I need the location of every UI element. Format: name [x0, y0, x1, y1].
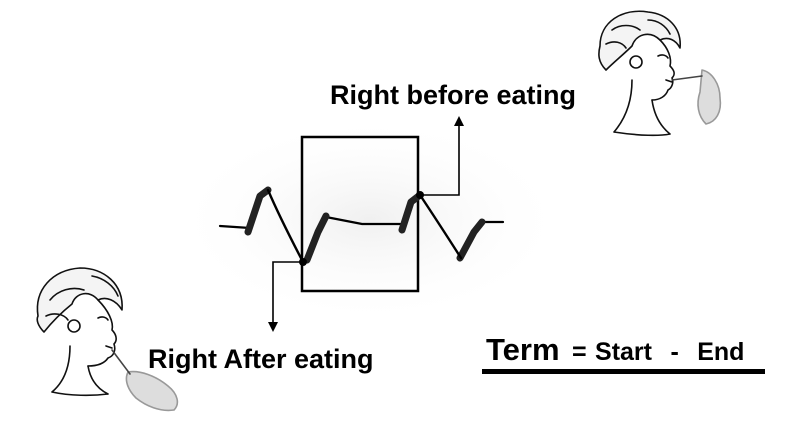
arrow-after-eating: [272, 261, 303, 324]
right-before-eating-label: Right before eating: [330, 80, 577, 110]
woman-eating-illustration-icon: [598, 10, 722, 137]
term-formula: Term = Start - End: [486, 332, 744, 368]
eating-window-box: [300, 135, 420, 293]
waveform-decay-curves: [266, 188, 463, 264]
formula-equals: =: [571, 338, 587, 366]
formula-underline: [482, 369, 765, 374]
woman-eating-illustration-icon: [36, 267, 179, 412]
formula-minus: -: [670, 338, 679, 366]
waveform-rise-strokes: [244, 186, 486, 264]
arrowhead-down: [268, 322, 278, 332]
arrowhead-up: [454, 116, 464, 126]
background-haze: [170, 115, 570, 325]
formula-term: Term: [486, 332, 560, 367]
arrow-before-eating: [420, 124, 460, 196]
right-after-eating-label: Right After eating: [148, 344, 374, 374]
formula-start: Start: [595, 338, 652, 366]
formula-end: End: [697, 338, 745, 366]
